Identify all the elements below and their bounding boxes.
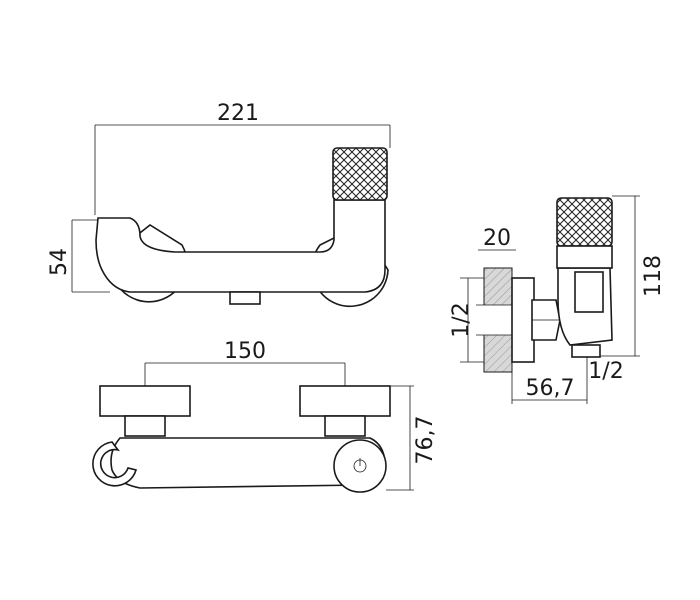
shower-hook <box>92 441 138 487</box>
side-handle-base <box>556 245 613 269</box>
dim-150-label: 150 <box>224 339 266 364</box>
top-view: 150 76,7 <box>92 339 438 493</box>
top-right-escutcheon <box>299 385 391 417</box>
dim-left-thread-label: 1/2 <box>449 302 474 337</box>
dim-221-label: 221 <box>217 101 259 126</box>
top-right-nut <box>324 415 366 437</box>
top-left-escutcheon <box>99 385 191 417</box>
front-view: 221 54 <box>47 101 391 308</box>
dim-20-label: 20 <box>483 226 511 251</box>
dim-118-label: 118 <box>641 255 666 297</box>
front-knurled-handle <box>332 147 388 201</box>
dim-bottom-thread-label: 1/2 <box>588 359 623 384</box>
side-knurled-handle <box>556 197 613 247</box>
dim-76-7-label: 76,7 <box>413 416 438 465</box>
side-body <box>557 267 613 346</box>
side-view: 20 118 1/2 56,7 1/2 <box>449 195 666 404</box>
front-outlet-thread <box>229 291 261 305</box>
dim-54-label: 54 <box>47 248 72 276</box>
mixer-body <box>95 199 386 293</box>
side-outlet-thread <box>571 344 601 358</box>
top-left-nut <box>124 415 166 437</box>
side-escutcheon <box>511 277 535 363</box>
dim-56-7-label: 56,7 <box>526 376 575 401</box>
